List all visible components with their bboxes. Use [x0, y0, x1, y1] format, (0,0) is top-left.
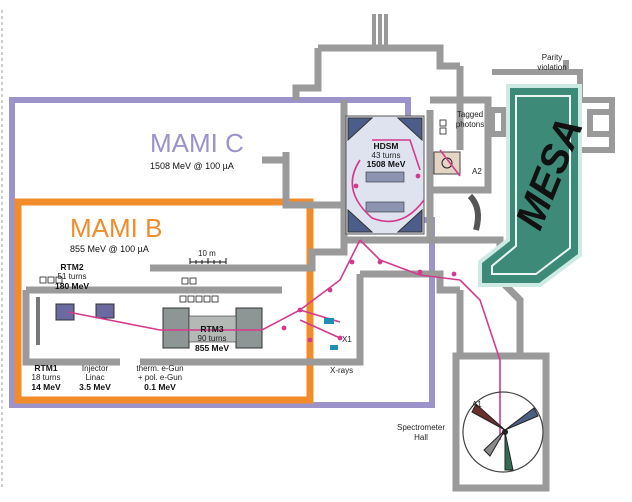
hdsm-turns: 43 turns: [372, 151, 401, 160]
building-walls: [22, 44, 550, 492]
rtm3-energy: 855 MeV: [195, 343, 229, 353]
beam-markers: [281, 173, 457, 343]
injector-line2: Linac: [85, 373, 104, 382]
mami-b-spec: 855 MeV @ 100 µA: [70, 244, 149, 254]
spectrometer-line2: Hall: [414, 433, 428, 442]
rtm1-name: RTM1: [34, 363, 57, 373]
rtm3-magnets: [162, 307, 263, 349]
spectrometer-line1: Spectrometer: [397, 423, 445, 432]
hdsm-name: HDSM: [373, 141, 398, 151]
injector-energy: 3.5 MeV: [79, 382, 111, 392]
gun-line2: + pol. e-Gun: [138, 373, 182, 382]
a1-spectrometers: [462, 391, 544, 473]
device-boxes: [39, 119, 447, 303]
x1-instruments: [324, 318, 338, 350]
hdsm-energy: 1508 MeV: [367, 159, 406, 169]
gun-energy: 0.1 MeV: [144, 382, 176, 392]
scale-bar: [189, 258, 227, 264]
rtm2-name: RTM2: [60, 262, 83, 272]
top-vertical-stubs: [372, 14, 388, 48]
beam-lines: [67, 139, 501, 440]
injector-line1: Injector: [82, 364, 109, 373]
x1-label: X1: [342, 335, 352, 344]
hdsm-magnets: [345, 115, 425, 235]
mami-c-title: MAMI C: [150, 128, 244, 158]
rtm1-turns: 18 turns: [32, 373, 61, 382]
rtm2-turns: 51 turns: [58, 272, 87, 281]
mami-c-spec: 1508 MeV @ 100 µA: [150, 161, 234, 171]
a1-label: A1: [472, 400, 482, 409]
tagged-line1: Tagged: [457, 110, 483, 119]
rtm2-energy: 180 MeV: [55, 281, 89, 291]
scale-label: 10 m: [198, 249, 216, 258]
xrays-label: X-rays: [330, 366, 353, 375]
parity-area: [489, 60, 615, 153]
mami-b-title: MAMI B: [70, 213, 162, 243]
mami-b-boundary: [14, 198, 314, 404]
rtm3-turns: 90 turns: [198, 334, 227, 343]
parity-line2: violation: [537, 63, 566, 72]
mesa-inner: [491, 95, 571, 275]
rtm1-energy: 14 MeV: [31, 382, 61, 392]
rtm2-magnets: [36, 297, 115, 345]
gun-line1: therm. e-Gun: [136, 364, 183, 373]
tagged-line2: photons: [456, 120, 484, 129]
rtm3-name: RTM3: [200, 324, 223, 334]
parity-line1: Parity: [542, 53, 562, 62]
a2-label: A2: [472, 167, 482, 176]
